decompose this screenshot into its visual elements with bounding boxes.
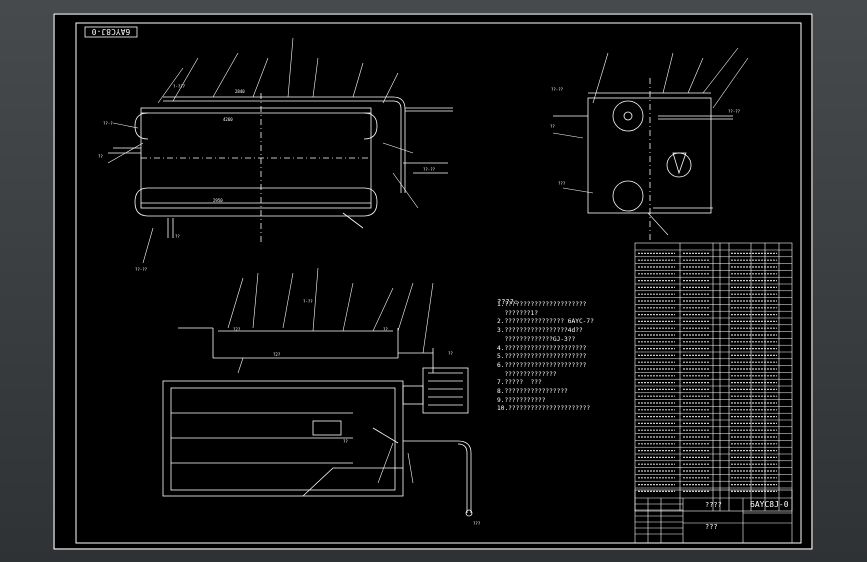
svg-text:??: ?? (343, 439, 348, 444)
note-line: ?????????????GJ-3?? (497, 335, 576, 343)
note-line: 2.???????????????? 6AYC-7? (497, 318, 594, 326)
note-line: 6.?????????????????????? (497, 361, 587, 369)
title-block-name: ???? (705, 501, 722, 509)
svg-text:?-??: ?-?? (303, 299, 313, 304)
svg-text:??-??: ??-?? (135, 267, 148, 272)
rotated-number-box (84, 26, 138, 38)
title-block (634, 489, 793, 544)
note-line: 9.??????????? (497, 396, 546, 404)
svg-text:??-??: ??-?? (551, 87, 564, 92)
rotated-drawing-number: 6AYC8J-0 (92, 27, 131, 36)
title-block-drawing-number: 6AYC8J-0 (750, 500, 789, 509)
general-notes: ????: 1.?????????????????????? ???????1?… (497, 299, 594, 415)
svg-text:???: ??? (473, 521, 481, 526)
note-line: 5.?????????????????????? (497, 353, 587, 361)
note-line: 1.?????????????????????? (497, 301, 587, 308)
note-line: 3.?????????????????4d?? (497, 327, 583, 335)
note-line: ?????????????? (497, 370, 557, 378)
svg-text:4260: 4260 (223, 117, 233, 122)
svg-text:??: ?? (175, 234, 180, 239)
svg-text:??: ?? (383, 327, 388, 332)
parts-list-rows (635, 249, 792, 492)
front-view-annotations: ?-??? 2840 4260 2950 ??-? ?? ??-?? ??-??… (98, 84, 436, 272)
svg-text:??-?: ??-? (103, 121, 113, 126)
plan-view (162, 327, 473, 517)
front-view (108, 93, 453, 243)
inner-border (75, 22, 802, 544)
svg-text:???: ??? (558, 181, 566, 186)
plan-view-leaders (227, 267, 434, 484)
svg-text:?-???: ?-??? (173, 84, 186, 89)
title-block-company: ??? (705, 523, 718, 531)
plan-view-annotations: ?2? ?2? ?-?? ?? ?? ??? ?? (233, 299, 481, 526)
svg-text:??: ?? (98, 154, 103, 159)
svg-text:??-??: ??-?? (728, 109, 741, 114)
side-view-leaders (552, 47, 749, 236)
note-line: 10.?????????????????????? (497, 405, 591, 413)
svg-text:??: ?? (550, 124, 555, 129)
svg-text:?2?: ?2? (233, 327, 241, 332)
svg-text:2840: 2840 (235, 89, 245, 94)
outer-border (53, 13, 813, 550)
front-view-leaders (107, 37, 419, 264)
notes-heading: ????: (497, 298, 519, 306)
note-line: 4.?????????????????????? (497, 344, 587, 352)
svg-text:??-??: ??-?? (423, 167, 436, 172)
svg-text:??: ?? (448, 351, 453, 356)
note-line: ???????1? (497, 309, 538, 317)
svg-text:?2?: ?2? (273, 352, 281, 357)
note-line: 7.????? ??? (497, 379, 542, 387)
drawing-sheet: 6AYC8J-0 (53, 13, 813, 550)
side-view-annotations: ??-?? ?? ??? ??-?? (550, 87, 741, 186)
note-line: 8.????????????????? (497, 388, 568, 396)
side-view (553, 78, 733, 243)
drawing-canvas: 6AYC8J-0 (53, 13, 813, 550)
svg-text:2950: 2950 (213, 198, 223, 203)
